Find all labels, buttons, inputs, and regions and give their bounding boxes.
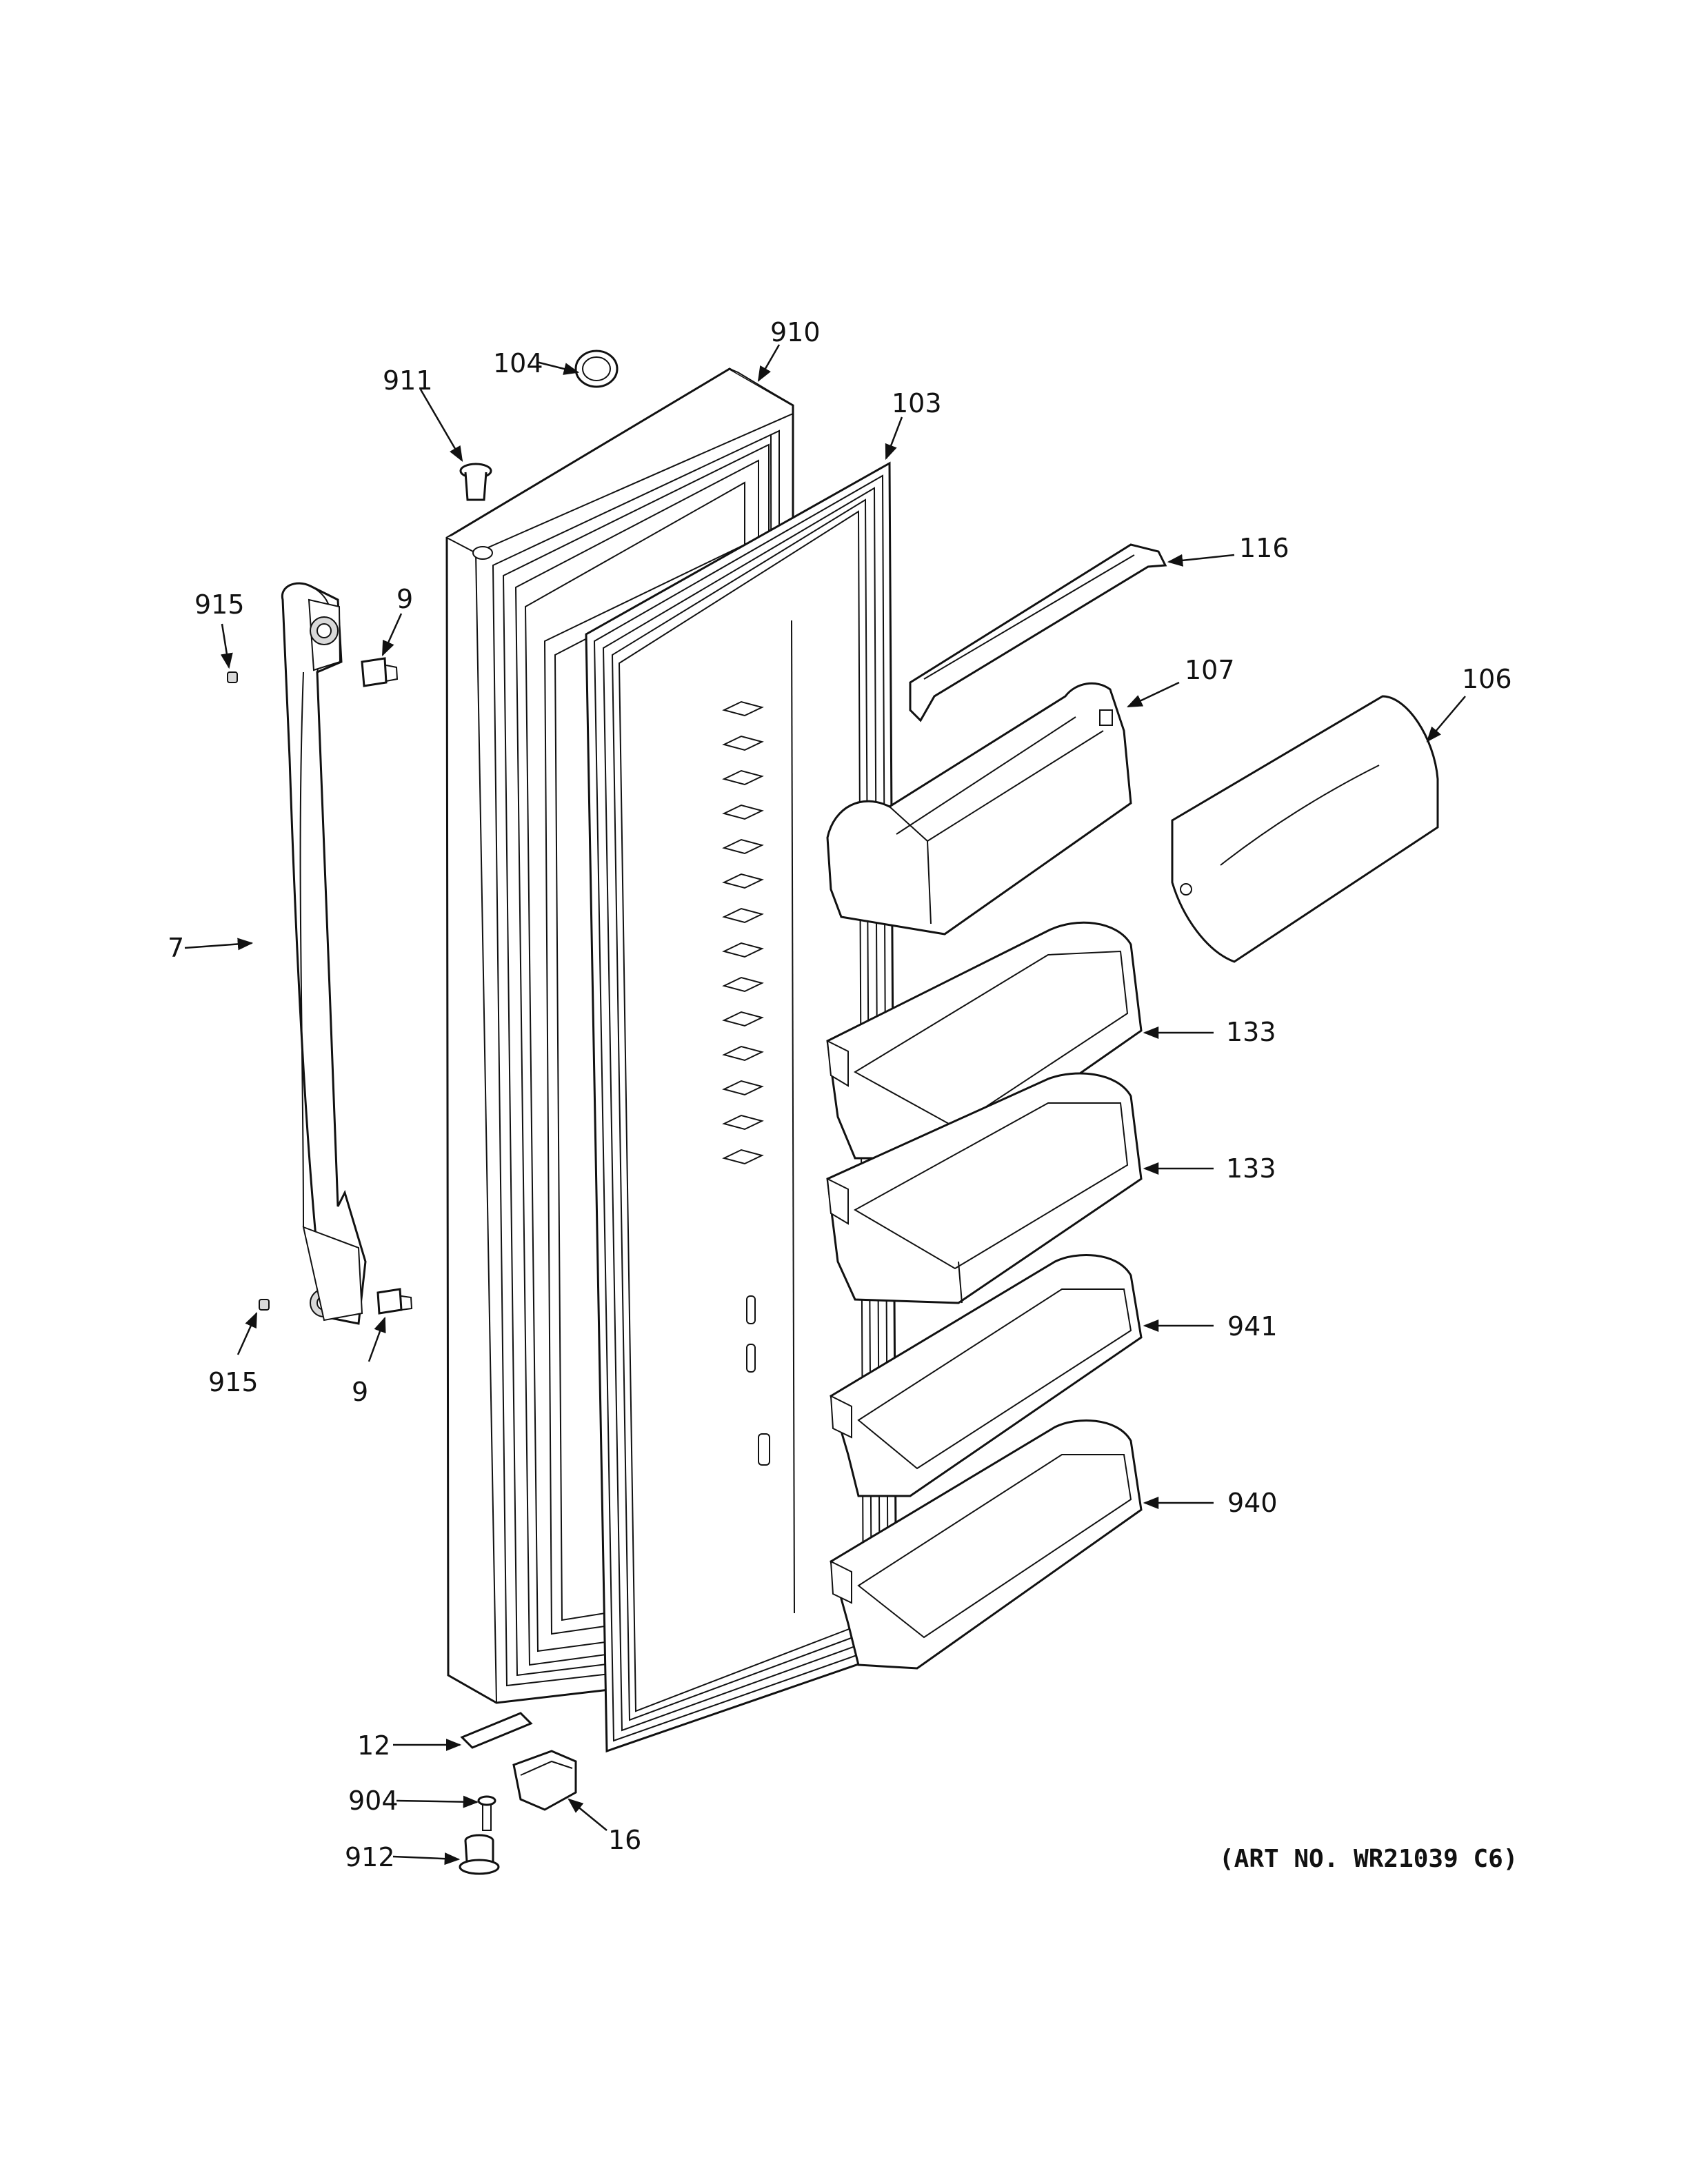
- callout-106: 106: [1462, 664, 1512, 694]
- callout-941: 941: [1227, 1311, 1278, 1342]
- door-handle: [281, 582, 367, 1325]
- callout-107: 107: [1185, 655, 1235, 685]
- art-number-label: (ART NO. WR21039 C6): [1219, 1845, 1518, 1873]
- door-bin-133-lower: [826, 1072, 1143, 1304]
- callout-911: 911: [383, 365, 433, 396]
- callout-103: 103: [892, 388, 942, 418]
- callout-915-lower: 915: [208, 1367, 259, 1397]
- handle-screws: [227, 657, 413, 1315]
- leader-lines: [184, 344, 1466, 1866]
- callout-12: 12: [357, 1730, 390, 1761]
- dairy-bin-cover: [1171, 695, 1439, 963]
- callout-9-lower: 9: [352, 1377, 368, 1407]
- door-bin-940: [830, 1419, 1143, 1670]
- callout-7: 7: [168, 933, 184, 963]
- callout-9-upper: 9: [396, 584, 413, 614]
- callout-labels: 911 104 910 103 116 915 9 107 106 7 133 …: [168, 317, 1518, 1873]
- liner-shelf-ribs: [722, 700, 770, 1466]
- door-bin-133-upper: [826, 921, 1143, 1160]
- door-bin-941: [830, 1254, 1143, 1497]
- bottom-hinge-parts: [459, 1712, 577, 1875]
- top-hinge-parts: [459, 350, 619, 501]
- callout-116: 116: [1239, 533, 1289, 563]
- callout-912: 912: [345, 1842, 395, 1872]
- callout-104: 104: [493, 348, 543, 378]
- callout-940: 940: [1227, 1488, 1278, 1518]
- callout-904: 904: [348, 1786, 399, 1816]
- callout-16: 16: [608, 1825, 641, 1855]
- callout-915-upper: 915: [194, 589, 245, 620]
- dairy-bin: [826, 682, 1132, 936]
- callout-133-upper: 133: [1226, 1017, 1276, 1047]
- callout-133-lower: 133: [1226, 1153, 1276, 1184]
- top-trim-cap: [909, 543, 1167, 722]
- callout-910: 910: [770, 317, 821, 347]
